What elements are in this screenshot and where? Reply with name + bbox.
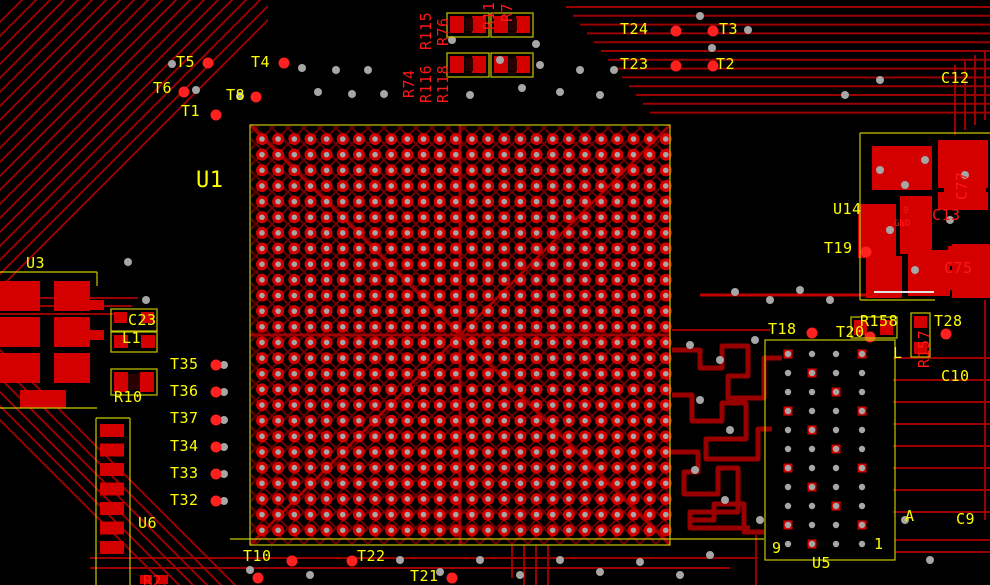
refdes-u3[interactable]: U3 (26, 254, 46, 272)
refdes-t5[interactable]: T5 (176, 53, 196, 71)
refdes-u1[interactable]: U1 (196, 168, 224, 193)
refdes-c10[interactable]: C10 (941, 367, 970, 385)
refdes-r157[interactable]: R157 (915, 329, 933, 368)
refdes-t4[interactable]: T4 (251, 53, 271, 71)
refdes-t18[interactable]: T18 (768, 320, 797, 338)
refdes-t6[interactable]: T6 (153, 79, 173, 97)
refdes-cut-top-1[interactable]: R11 (480, 1, 498, 30)
refdes-t2[interactable]: T2 (716, 55, 736, 73)
refdes-r76[interactable]: R76 (434, 17, 452, 46)
refdes-l[interactable]: L (893, 344, 903, 362)
refdes-t36[interactable]: T36 (170, 382, 199, 400)
refdes-r10[interactable]: R10 (114, 388, 143, 406)
refdes-t33[interactable]: T33 (170, 464, 199, 482)
refdes-r116[interactable]: R116 (417, 64, 435, 103)
refdes-c12[interactable]: C12 (941, 69, 970, 87)
vias (124, 12, 969, 579)
refdes-t28[interactable]: T28 (934, 312, 963, 330)
refdes-t21[interactable]: T21 (410, 567, 439, 585)
bga-pad-grid (256, 133, 672, 537)
refdes-cut-top-2[interactable]: R7 (498, 2, 516, 22)
testpoint-dots (178, 25, 952, 584)
u5-pin1-label: 1 (874, 535, 884, 553)
refdes-c13[interactable]: C13 (932, 206, 961, 224)
refdes-t23[interactable]: T23 (620, 55, 649, 73)
refdes-t19[interactable]: T19 (824, 239, 853, 257)
refdes-c77[interactable]: C77 (953, 171, 971, 200)
u14-gnd-label: GND (894, 219, 911, 229)
refdes-t34[interactable]: T34 (170, 437, 199, 455)
refdes-t20[interactable]: T20 (836, 323, 865, 341)
refdes-t24[interactable]: T24 (620, 20, 649, 38)
refdes-c9[interactable]: C9 (956, 510, 976, 528)
refdes-c75[interactable]: C75 (944, 259, 973, 277)
refdes-u5[interactable]: U5 (812, 554, 832, 572)
refdes-l1[interactable]: L1 (122, 329, 142, 347)
u14-pin9-label: 9 (903, 206, 909, 216)
gnd-maze (672, 343, 782, 535)
refdes-t22[interactable]: T22 (357, 547, 386, 565)
u5-pinA-label: A (905, 507, 915, 525)
refdes-t35[interactable]: T35 (170, 355, 199, 373)
refdes-t3[interactable]: T3 (719, 20, 739, 38)
refdes-t37[interactable]: T37 (170, 409, 199, 427)
refdes-r118[interactable]: R118 (434, 64, 452, 103)
refdes-t10[interactable]: T10 (243, 547, 272, 565)
silkscreen (0, 12, 990, 585)
refdes-r74[interactable]: R74 (400, 69, 418, 98)
refdes-r115[interactable]: R115 (417, 11, 435, 50)
refdes-cut-bottom[interactable]: R2 (143, 572, 163, 585)
u5-pin9-label: 9 (772, 539, 782, 557)
refdes-u6[interactable]: U6 (138, 514, 158, 532)
refdes-r158[interactable]: R158 (860, 312, 899, 330)
trace-bundle-left (0, 0, 268, 585)
refdes-t32[interactable]: T32 (170, 491, 199, 509)
refdes-c23[interactable]: C23 (128, 311, 157, 329)
refdes-t1[interactable]: T1 (181, 102, 201, 120)
u5-pad-field (783, 349, 867, 549)
refdes-u14[interactable]: U14 (833, 200, 862, 218)
refdes-t8[interactable]: T8 (226, 86, 246, 104)
